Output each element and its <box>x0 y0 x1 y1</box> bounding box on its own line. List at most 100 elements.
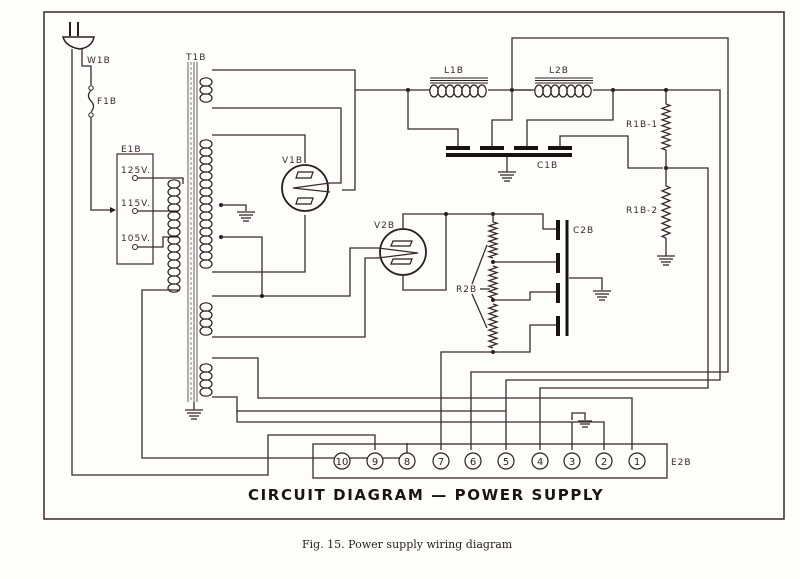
tap-board <box>116 153 154 265</box>
terminal-7 <box>432 452 450 470</box>
tap-125-label: 125V. <box>121 166 151 176</box>
transformer-label: T1B <box>185 53 206 63</box>
arrow-icon <box>110 207 116 213</box>
wire-c1b-2 <box>491 90 513 146</box>
filter-capacitor-icon <box>446 146 572 182</box>
terminal-board-label: E2B <box>671 458 692 468</box>
wire-ct <box>221 204 247 211</box>
wire-r2b-bottom <box>493 324 556 353</box>
terminal-10 <box>333 452 351 470</box>
arrow-icon <box>471 244 490 329</box>
filter-capacitor-label: C1B <box>537 161 558 171</box>
tap-115-label: 115V. <box>121 199 151 209</box>
terminal-label: 6 <box>470 457 476 468</box>
wire-c1b-1 <box>407 90 459 146</box>
wire-to-term4 <box>539 167 709 450</box>
divider-label: R2B <box>456 285 477 295</box>
wire-v2b-cathode <box>402 214 447 291</box>
wire-to-term2 <box>236 411 605 450</box>
terminal-6 <box>464 452 482 470</box>
junction-dot <box>444 212 448 216</box>
tap-105-label: 105V. <box>121 234 151 244</box>
diagram-title: CIRCUIT DIAGRAM — POWER SUPPLY <box>248 486 604 504</box>
wire-tap-125 <box>137 177 184 184</box>
regulator-tube-icon <box>377 228 427 276</box>
bleeder-1-label: R1B-1 <box>626 120 658 130</box>
tap-105-terminal <box>132 244 138 250</box>
terminal-3 <box>563 452 581 470</box>
bypass-capacitor-label: C2B <box>573 226 594 236</box>
terminal-8 <box>398 452 416 470</box>
junction-dot <box>219 235 223 239</box>
wire-to-term7 <box>440 351 493 450</box>
wire-c2b-gnd <box>569 277 603 290</box>
tap-115-terminal <box>132 208 138 214</box>
terminal-label: 2 <box>601 457 607 468</box>
transformer-secondary-icon <box>199 77 213 397</box>
bleeder-resistor-icon <box>660 90 672 250</box>
wire-to-term5 <box>505 89 721 450</box>
figure-caption: Fig. 15. Power supply wiring diagram <box>302 538 513 551</box>
terminal-9 <box>366 452 384 470</box>
choke-1-label: L1B <box>444 66 464 76</box>
rectifier-tube-icon <box>281 164 331 212</box>
fuse-icon <box>87 85 95 118</box>
ground-icon <box>237 211 255 222</box>
wire-low-b <box>212 396 506 412</box>
junction-dot <box>219 203 223 207</box>
junction-dot <box>491 298 495 302</box>
transformer-core-icon <box>187 62 198 402</box>
terminal-5 <box>497 452 515 470</box>
wire-filament-b <box>212 107 342 184</box>
wire-cord-a <box>71 49 376 476</box>
transformer-primary-icon <box>167 179 181 293</box>
ground-icon <box>571 412 592 428</box>
wire-low-a <box>212 357 633 450</box>
tap-board-label: E1B <box>121 145 142 155</box>
bleeder-2-label: R1B-2 <box>626 206 658 216</box>
wire-bias-tap <box>221 236 263 296</box>
fuse-label: F1B <box>97 97 117 107</box>
junction-dot <box>491 260 495 264</box>
wire-c1b-3 <box>526 90 614 146</box>
wire-cord-b <box>81 49 92 85</box>
terminal-label: 10 <box>336 457 349 468</box>
divider-resistor-icon <box>486 214 500 349</box>
terminal-board <box>312 443 668 479</box>
tap-125-terminal <box>132 175 138 181</box>
wire-heater-a <box>212 247 378 297</box>
line-cord-label: W1B <box>87 56 111 66</box>
terminal-label: 9 <box>372 457 378 468</box>
wire-primary-bottom <box>141 289 408 459</box>
wire-fuse-out <box>90 117 113 211</box>
bypass-capacitor-icon <box>556 220 569 336</box>
rectifier-tube-label: V1B <box>282 156 303 166</box>
terminal-2 <box>595 452 613 470</box>
wire-c1b-4 <box>559 135 663 169</box>
wire-plate-b <box>212 215 306 273</box>
terminal-label: 7 <box>438 457 444 468</box>
terminal-label: 4 <box>537 457 543 468</box>
choke-icon <box>410 77 666 98</box>
terminal-4 <box>531 452 549 470</box>
wire-heater-b <box>212 257 378 338</box>
ground-icon <box>185 402 203 420</box>
terminal-1 <box>628 452 646 470</box>
terminal-label: 3 <box>569 457 575 468</box>
junction-dot <box>664 88 668 92</box>
wire-v2b-plate <box>402 213 556 230</box>
wire-filament-a <box>212 69 356 191</box>
plug-icon <box>61 22 95 50</box>
ground-icon <box>657 250 675 266</box>
terminal-label: 8 <box>404 457 410 468</box>
terminal-label: 1 <box>634 457 640 468</box>
regulator-tube-label: V2B <box>374 221 395 231</box>
ground-icon <box>593 290 611 301</box>
wire-plate-a <box>212 134 306 163</box>
terminal-label: 5 <box>503 457 509 468</box>
junction-dot <box>260 294 264 298</box>
choke-2-label: L2B <box>549 66 569 76</box>
wire-to-term6 <box>470 37 729 450</box>
wire-r2b-tap2 <box>493 291 556 301</box>
